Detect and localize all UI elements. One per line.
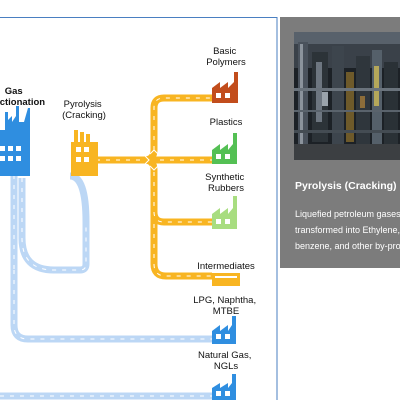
basic-polymers-factory-icon	[212, 72, 238, 103]
info-description: Liquefied petroleum gases transformed in…	[295, 206, 400, 254]
basic-polymers-label: Basic Polymers	[206, 46, 246, 68]
yellow-pipes	[96, 94, 212, 280]
blue-pipes	[0, 172, 228, 400]
gas-fractionation-factory-icon	[0, 106, 30, 176]
natural-gas-label: Natural Gas, NGLs	[198, 350, 254, 372]
synthetic-rubbers-factory-icon	[212, 196, 237, 229]
blue-pipe-dashes	[0, 175, 228, 397]
lpg-factory-icon	[212, 316, 236, 344]
info-description-line: Liquefied petroleum gases	[295, 209, 400, 219]
yellow-pipe-dashes	[96, 97, 212, 277]
info-description-line: transformed into Ethylene,	[295, 225, 400, 235]
plastics-label: Plastics	[210, 117, 243, 128]
gas-fractionation-label: Gas Fractionation	[0, 86, 45, 108]
plastics-factory-icon	[212, 133, 237, 164]
info-title: Pyrolysis (Cracking)	[295, 180, 397, 192]
info-panel: Pyrolysis (Cracking) Liquefied petroleum…	[280, 17, 400, 268]
junction-arrows	[144, 149, 159, 171]
pyrolysis-label: Pyrolysis (Cracking)	[62, 99, 106, 121]
info-description-line: benzene, and other by-products	[295, 241, 400, 251]
lpg-label: LPG, Naphtha, MTBE	[193, 295, 259, 317]
natural-gas-factory-icon	[212, 374, 236, 400]
refinery-photo	[294, 32, 400, 160]
pyrolysis-factory-icon	[71, 130, 98, 176]
intermediates-label: Intermediates	[197, 261, 255, 272]
intermediates-tank-icon	[212, 273, 240, 286]
synthetic-rubbers-label: Synthetic Rubbers	[205, 172, 247, 194]
